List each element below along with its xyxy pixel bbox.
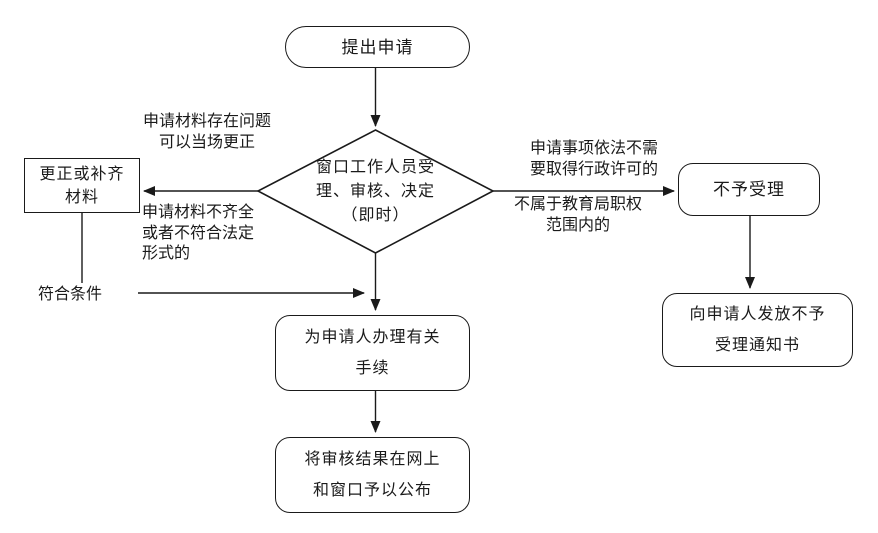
not-scope-line-2: 范围内的: [545, 217, 610, 234]
decision-line-3: （即时）: [341, 207, 410, 224]
node-reject-label: 不予受理: [713, 180, 785, 199]
node-decision-label: 窗口工作人员受 理、审核、决定 （即时）: [283, 156, 468, 228]
edge-label-not-scope: 不属于教育局职权 范围内的: [492, 194, 664, 236]
correct-line-1: 更正或补齐: [39, 165, 125, 183]
incomplete-line-3: 形式的: [142, 245, 191, 262]
problem-line-2: 可以当场更正: [158, 133, 255, 151]
edge-label-problem: 申请材料存在问题 可以当场更正: [112, 112, 302, 153]
no-permit-line-2: 要取得行政许可的: [529, 161, 658, 178]
no-permit-line-1: 申请事项依法不需: [529, 140, 658, 157]
node-reject: 不予受理: [678, 163, 820, 216]
process-line-2: 手续: [355, 360, 390, 377]
notice-line-2: 受理通知书: [714, 337, 800, 354]
publish-line-1: 将审核结果在网上: [304, 451, 441, 468]
node-start: 提出申请: [285, 26, 470, 68]
node-start-label: 提出申请: [341, 37, 414, 57]
process-line-1: 为申请人办理有关: [304, 329, 441, 346]
publish-line-2: 和窗口予以公布: [312, 482, 432, 499]
incomplete-line-2: 或者不符合法定: [142, 224, 255, 242]
node-process: 为申请人办理有关 手续: [275, 315, 470, 391]
edge-label-no-permit: 申请事项依法不需 要取得行政许可的: [506, 138, 682, 180]
incomplete-line-1: 申请材料不齐全: [142, 204, 255, 221]
notice-line-1: 向申请人发放不予: [689, 306, 826, 323]
not-scope-line-1: 不属于教育局职权: [513, 196, 642, 213]
decision-line-2: 理、审核、决定: [315, 183, 435, 200]
qualify-text: 符合条件: [38, 286, 103, 303]
edge-label-qualify: 符合条件: [38, 285, 102, 306]
node-reject-notice: 向申请人发放不予 受理通知书: [662, 293, 853, 367]
decision-line-1: 窗口工作人员受: [315, 159, 435, 176]
problem-line-1: 申请材料存在问题: [142, 113, 271, 130]
correct-line-2: 材料: [64, 188, 99, 206]
node-correct-materials: 更正或补齐 材料: [24, 158, 140, 213]
node-publish: 将审核结果在网上 和窗口予以公布: [275, 437, 470, 513]
edge-label-incomplete: 申请材料不齐全 或者不符合法定 形式的: [142, 203, 302, 265]
